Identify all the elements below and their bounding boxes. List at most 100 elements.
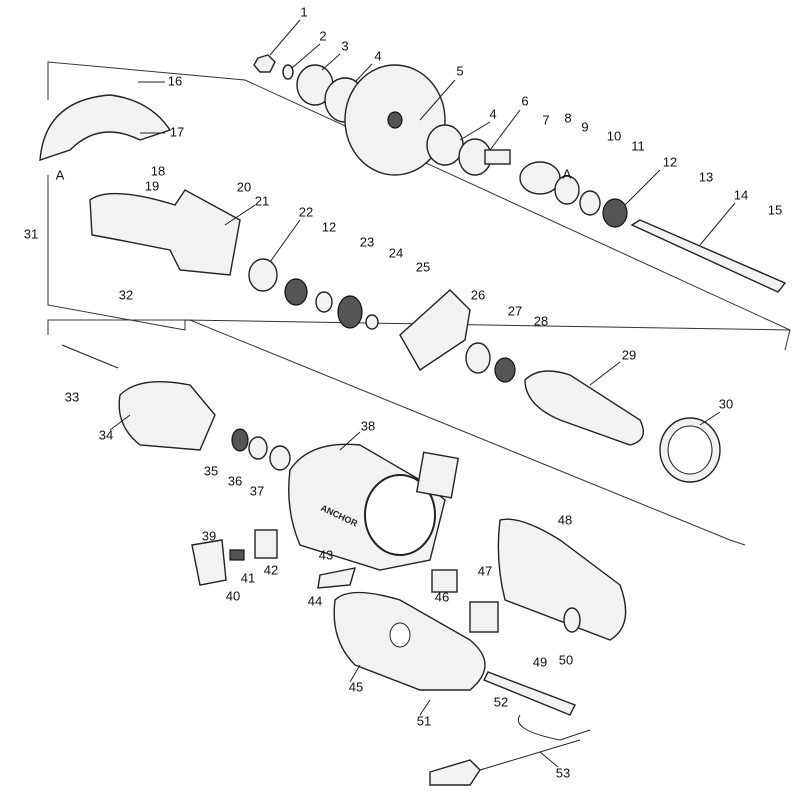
- part-label: 45: [349, 679, 363, 694]
- part-label: 2: [319, 28, 326, 43]
- bearing-part-12b: [284, 278, 308, 306]
- part-label: 28: [534, 313, 548, 328]
- part-label: 21: [255, 193, 269, 208]
- boundary-line-top: [47, 61, 791, 351]
- capacitor-part-46: [431, 569, 458, 593]
- part-label: 18: [151, 163, 165, 178]
- part-label: 25: [416, 259, 430, 274]
- part-label: 11: [631, 138, 645, 153]
- part-label: 35: [204, 463, 218, 478]
- part-label: 3: [341, 38, 348, 53]
- part-label: 8: [564, 110, 571, 125]
- bearing-plate-part-26: [399, 289, 471, 371]
- power-cord: [517, 714, 591, 741]
- ring-part-23: [315, 291, 333, 313]
- cable-sleeve-part-52: [483, 671, 576, 716]
- part-label: 47: [478, 563, 492, 578]
- part-label: 22: [299, 204, 313, 219]
- cable-clamp-part-50: [563, 607, 581, 633]
- armature-part-29: [524, 370, 644, 446]
- part-label: 51: [417, 713, 431, 728]
- plate-part-9: [519, 161, 561, 195]
- plug-cord: [479, 739, 581, 771]
- bearing-part-36: [248, 436, 268, 460]
- part-label: 43: [319, 547, 333, 562]
- part-label: 37: [250, 483, 264, 498]
- flange-part-4b: [426, 124, 464, 166]
- part-number-labels: 1 2 3 4 5 4 6 7 8 9 10 11 12 13 14 15 16…: [24, 4, 782, 780]
- part-label: 4: [374, 48, 381, 63]
- part-label: 19: [145, 178, 159, 193]
- part-label: 31: [24, 226, 38, 241]
- cover-plate: [415, 451, 460, 499]
- screw-part-33: [61, 344, 119, 369]
- part-label: 5: [456, 63, 463, 78]
- stator-part-34: [118, 380, 216, 451]
- bearing-part-12: [602, 198, 628, 228]
- brush-holder-part-42: [254, 529, 278, 559]
- part-label: 6: [521, 93, 528, 108]
- baffle-hole: [667, 425, 713, 475]
- sleeve-part-7: [484, 149, 511, 165]
- part-label: 50: [559, 652, 573, 667]
- part-label: 12: [663, 154, 677, 169]
- part-label: 32: [119, 287, 133, 302]
- brush-part-41: [229, 549, 245, 561]
- part-label: 13: [699, 169, 713, 184]
- part-label: 24: [389, 245, 403, 260]
- handle-half-part-45: [333, 591, 486, 691]
- part-label: 17: [170, 124, 184, 139]
- plug-part-53: [429, 759, 481, 786]
- part-label: 30: [719, 396, 733, 411]
- part-label: 36: [228, 473, 242, 488]
- part-label: 53: [556, 765, 570, 780]
- insulator-part-44: [317, 567, 356, 589]
- switch-part-47: [469, 601, 499, 633]
- bearing-part-37: [269, 445, 291, 471]
- boundary-line-middle: [47, 175, 791, 331]
- part-label: 16: [168, 73, 182, 88]
- part-label: 15: [768, 202, 782, 217]
- wheel-guard: [39, 94, 172, 161]
- part-label: 7: [542, 112, 549, 127]
- leader-lines: [109, 19, 736, 768]
- part-label: 12: [322, 219, 336, 234]
- oring-part-22: [248, 258, 278, 292]
- nut-part-1: [253, 54, 276, 73]
- part-label: 39: [202, 528, 216, 543]
- bearing-part-28: [494, 357, 516, 383]
- part-label: 29: [622, 347, 636, 362]
- marker-a-left: A: [56, 167, 65, 182]
- boundary-line-lower: [47, 319, 746, 546]
- disc-hole: [387, 111, 403, 129]
- part-label: 20: [237, 179, 251, 194]
- washer-part-35: [231, 428, 249, 452]
- part-label: 42: [264, 562, 278, 577]
- handle-half-part-48: [497, 518, 627, 641]
- part-label: 1: [300, 4, 307, 19]
- ring-part-25: [365, 314, 379, 330]
- part-label: 46: [435, 589, 449, 604]
- spindle-part-14: [630, 219, 787, 293]
- part-label: 10: [607, 128, 621, 143]
- part-label: 27: [508, 303, 522, 318]
- brush-cover-part-40: [191, 539, 227, 586]
- washer-part-2: [282, 64, 294, 80]
- seal-part-10: [554, 175, 580, 205]
- part-label: 48: [558, 512, 572, 527]
- gear-part-24: [337, 295, 363, 329]
- part-label: 34: [99, 427, 113, 442]
- marker-a-right: A: [563, 166, 572, 181]
- part-label: 23: [360, 234, 374, 249]
- part-label: 26: [471, 287, 485, 302]
- part-label: 41: [241, 570, 255, 585]
- part-label: 52: [494, 694, 508, 709]
- gear-housing-part-21: [89, 189, 241, 276]
- housing-opening: [364, 474, 436, 556]
- ring-part-11: [579, 190, 601, 216]
- part-label: 33: [65, 389, 79, 404]
- part-label: 9: [581, 119, 588, 134]
- part-label: 44: [308, 593, 322, 608]
